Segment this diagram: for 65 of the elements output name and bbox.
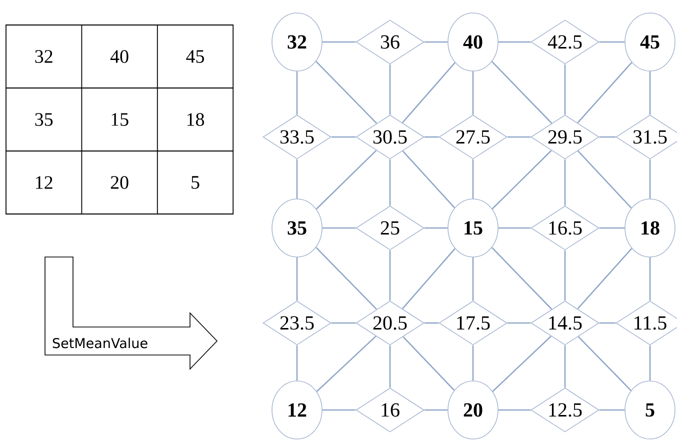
connector-line [492,150,552,210]
connector-line [389,250,391,301]
connector-line [577,248,632,310]
connector-line [316,150,377,210]
connector-line [424,409,448,411]
connector-line [491,61,552,124]
connector-line [649,257,651,301]
connector-line [492,336,552,392]
connector-line [649,159,651,199]
connector-line [296,345,298,381]
connector-line [472,71,474,115]
table-cell: 32 [35,50,52,63]
connector-line [331,136,356,138]
connector-line [296,71,298,115]
connector-line [498,227,531,229]
connector-line [599,409,625,411]
connector-line [599,136,616,138]
connector-line [472,345,474,381]
connector-line [649,71,651,115]
connector-line [402,62,456,124]
table-cell: 15 [112,113,128,126]
connector-line [578,150,632,208]
connector-line [402,336,455,391]
connector-line [507,136,531,138]
connector-line [472,257,474,301]
connector-line [296,257,298,301]
connector-line [424,136,439,138]
connector-line [424,227,448,229]
connector-line [424,322,439,324]
connector-line [322,227,356,229]
connector-line [402,150,456,208]
table-cell: 40 [110,50,128,63]
table-cell: 35 [35,113,53,126]
connector-line [577,62,632,124]
connector-line [389,64,391,115]
connector-line [424,41,448,43]
connector-line [564,64,566,115]
connector-line [331,322,356,324]
connector-line [389,159,391,206]
connector-line [599,227,625,229]
connector-line [498,409,531,411]
connector-line [316,336,376,392]
connector-line [316,247,378,310]
connector-line [564,159,566,206]
table-cell: 18 [187,113,204,126]
connector-line [491,247,552,310]
connector-line [507,322,531,324]
table-cell: 45 [186,50,204,63]
connector-line [498,41,531,43]
connector-line [402,248,456,310]
connector-line [599,322,616,324]
connector-line [472,159,474,199]
connector-line [389,345,391,388]
table-cell: 20 [110,176,128,189]
connector-line [296,159,298,199]
table-cell: 12 [36,176,52,189]
connector-line [649,345,651,381]
table-cell: 5 [192,176,200,189]
connector-line [599,41,625,43]
connector-line [322,41,356,43]
connector-line [316,61,378,124]
connector-line [564,250,566,301]
connector-line [578,336,632,391]
connector-line [564,345,566,388]
connector-line [322,409,356,411]
